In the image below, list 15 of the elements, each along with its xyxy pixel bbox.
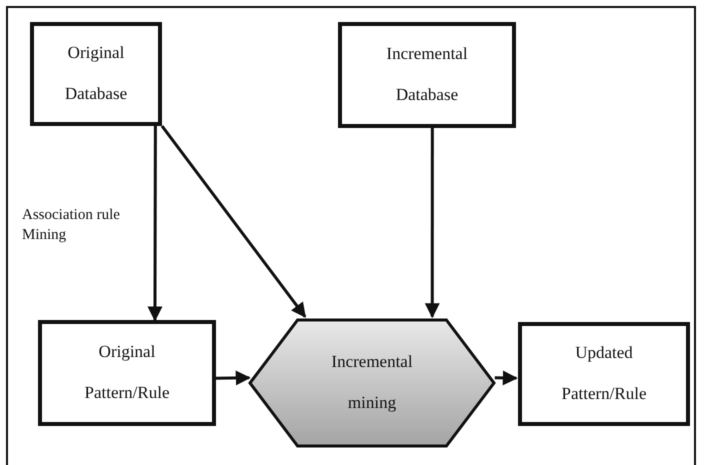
node-label: Original Database — [64, 42, 128, 105]
node-label: Incremental mining — [330, 351, 414, 414]
process-box — [338, 22, 516, 128]
node-label: Updated Pattern/Rule — [560, 342, 648, 405]
process-box — [38, 320, 216, 426]
arrow — [424, 128, 440, 318]
node-label: Incremental Database — [385, 43, 469, 106]
node-label: Original Pattern/Rule — [84, 341, 170, 404]
arrow — [494, 370, 518, 386]
process-hexagon — [248, 318, 496, 448]
arrow — [147, 126, 162, 322]
process-box — [518, 322, 690, 426]
process-box — [30, 22, 162, 126]
arrow — [160, 125, 306, 318]
arrow — [216, 370, 251, 386]
